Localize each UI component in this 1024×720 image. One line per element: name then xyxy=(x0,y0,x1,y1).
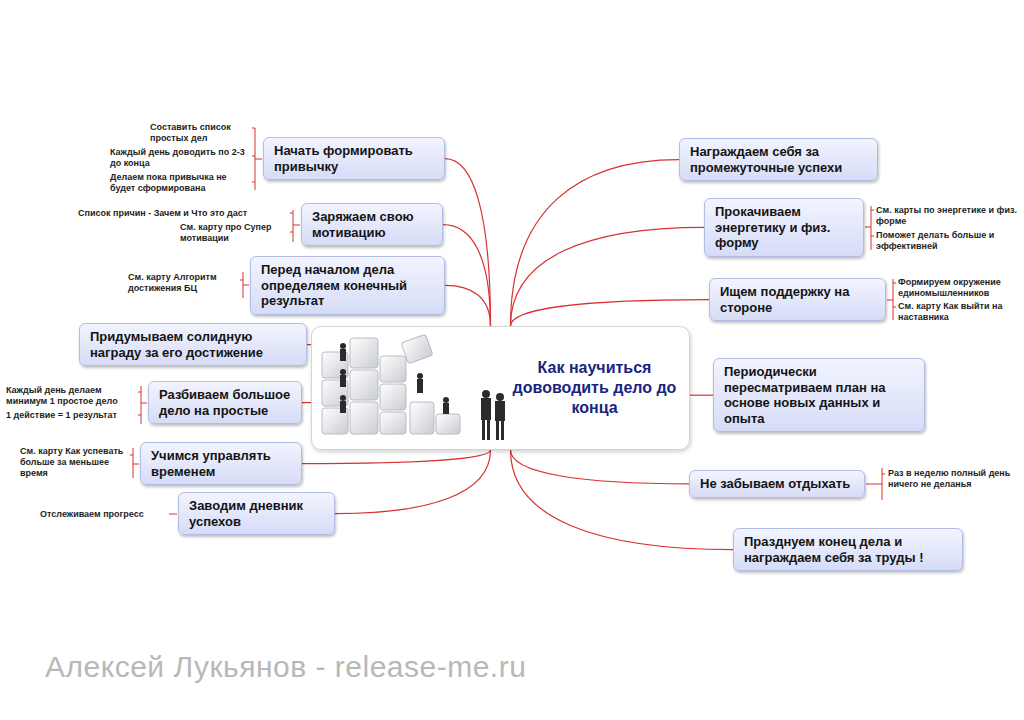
branch-connector xyxy=(445,159,491,326)
bracket xyxy=(866,468,885,500)
figures xyxy=(340,343,505,440)
figure-body xyxy=(340,349,346,361)
figure-body xyxy=(443,403,449,414)
figure-body xyxy=(340,375,346,387)
bracket xyxy=(887,279,896,320)
branch-text: Периодически пересматриваем план на осно… xyxy=(724,364,914,426)
bracket xyxy=(865,206,874,250)
figure-head xyxy=(417,373,423,379)
branch-box: Придумываем солидную награду за его дост… xyxy=(79,323,307,366)
bracket xyxy=(169,514,177,515)
branch-box: Разбиваем большое дело на простые xyxy=(148,381,302,424)
branch-connector xyxy=(511,227,705,326)
bracket xyxy=(240,272,249,298)
note-text: Составить список простых дел xyxy=(150,122,250,144)
figure-leg xyxy=(487,420,490,440)
note-text: Каждый день доводить по 2-3 до конца xyxy=(110,147,250,169)
note-text: См. карту Как выйти на наставника xyxy=(898,301,1018,323)
branch-box: Заводим дневник успехов xyxy=(178,492,335,535)
topic-title: Как научиться дововодить дело до конца xyxy=(508,358,681,418)
branch-box: Не забываем отдыхать xyxy=(689,470,865,498)
note-text: См. карту Как успевать больше за меньшее… xyxy=(20,446,128,478)
branch-text: Начать формировать привычку xyxy=(274,143,434,174)
branch-text: Разбиваем большое дело на простые xyxy=(159,387,291,418)
note-text: См. карту Алгоритм достижения БЦ xyxy=(128,272,238,294)
bracket xyxy=(138,386,147,424)
branch-text: Награждаем себя за промежуточные успехи xyxy=(690,144,867,175)
branch-connector xyxy=(302,450,491,464)
branch-box: Начать формировать привычку xyxy=(263,137,445,180)
figure-head xyxy=(340,395,346,401)
branch-text: Не забываем отдыхать xyxy=(700,476,854,492)
figure-head xyxy=(482,390,490,398)
note-text: Поможет делать больше и эффективней xyxy=(876,230,1018,252)
branch-connector xyxy=(511,160,680,326)
figure-leg xyxy=(482,420,485,440)
note-text: Раз в неделю полный день ничего не делан… xyxy=(888,468,1012,490)
branch-connector xyxy=(511,450,690,484)
branch-box: Празднуем конец дела и награждаем себя з… xyxy=(733,528,963,571)
note-text: Формируем окружение единомышленников xyxy=(898,277,1018,299)
branch-box: Периодически пересматриваем план на осно… xyxy=(713,358,925,432)
branch-box: Прокачиваем энергетику и физ. форму xyxy=(704,198,864,257)
branch-box: Перед началом дела определяем конечный р… xyxy=(250,256,445,315)
branch-text: Прокачиваем энергетику и физ. форму xyxy=(715,204,853,251)
puzzle-piece xyxy=(350,402,378,434)
branch-box: Награждаем себя за промежуточные успехи xyxy=(679,138,878,181)
note-text: 1 действие = 1 результат xyxy=(6,410,136,421)
branch-text: Празднуем конец дела и награждаем себя з… xyxy=(744,534,952,565)
figure-body xyxy=(495,401,505,421)
branch-text: Заводим дневник успехов xyxy=(189,498,324,529)
branch-text: Перед началом дела определяем конечный р… xyxy=(261,262,434,309)
figure-body xyxy=(481,398,491,420)
figure-leg xyxy=(501,421,504,440)
puzzle-piece xyxy=(380,384,406,410)
bracket xyxy=(252,128,262,190)
note-text: См. карту про Супер мотивации xyxy=(180,222,288,244)
branch-text: Придумываем солидную награду за его дост… xyxy=(90,329,296,360)
central-topic: Как научиться дововодить дело до конца xyxy=(311,326,690,450)
branch-connector xyxy=(511,450,734,550)
note-text: Отслеживаем прогресс xyxy=(40,509,166,520)
figure-body xyxy=(417,379,423,393)
branch-box: Ищем поддержку на стороне xyxy=(709,278,886,321)
branch-connector xyxy=(511,300,710,326)
branch-box: Заряжаем свою мотивацию xyxy=(301,203,443,246)
puzzle-piece xyxy=(380,412,406,434)
puzzle-piece xyxy=(380,356,406,382)
branch-connector xyxy=(690,395,713,396)
branch-text: Заряжаем свою мотивацию xyxy=(312,209,432,240)
figure-head xyxy=(340,343,346,349)
puzzle-piece xyxy=(410,402,434,434)
branch-text: Учимся управлять временем xyxy=(151,448,291,479)
note-text: См. карты по энергетике и физ. форме xyxy=(876,205,1018,227)
figure-head xyxy=(443,397,449,403)
figure-head xyxy=(340,369,346,375)
note-text: Делаем пока привычка не будет сформирова… xyxy=(110,172,250,194)
puzzle-piece xyxy=(436,414,460,434)
puzzle-piece xyxy=(350,338,378,368)
puzzle-blocks xyxy=(322,334,460,434)
puzzle-piece xyxy=(350,370,378,400)
figure-body xyxy=(340,401,346,413)
branch-connector xyxy=(445,285,491,326)
watermark: Алексей Лукьянов - release-me.ru xyxy=(45,650,526,684)
figure-head xyxy=(496,393,504,401)
branch-connector xyxy=(335,450,491,514)
branch-text: Ищем поддержку на стороне xyxy=(720,284,875,315)
branch-box: Учимся управлять временем xyxy=(140,442,302,485)
puzzle-piece xyxy=(401,334,433,364)
note-text: Каждый день делаем минимум 1 простое дел… xyxy=(6,385,136,407)
bracket-group xyxy=(130,128,896,514)
bracket xyxy=(290,210,300,242)
branch-connector xyxy=(443,225,491,326)
branch-connector xyxy=(302,402,311,403)
note-text: Список причин - Зачем и Что это даст xyxy=(78,208,288,219)
figure-leg xyxy=(496,421,499,440)
bracket xyxy=(130,448,139,478)
